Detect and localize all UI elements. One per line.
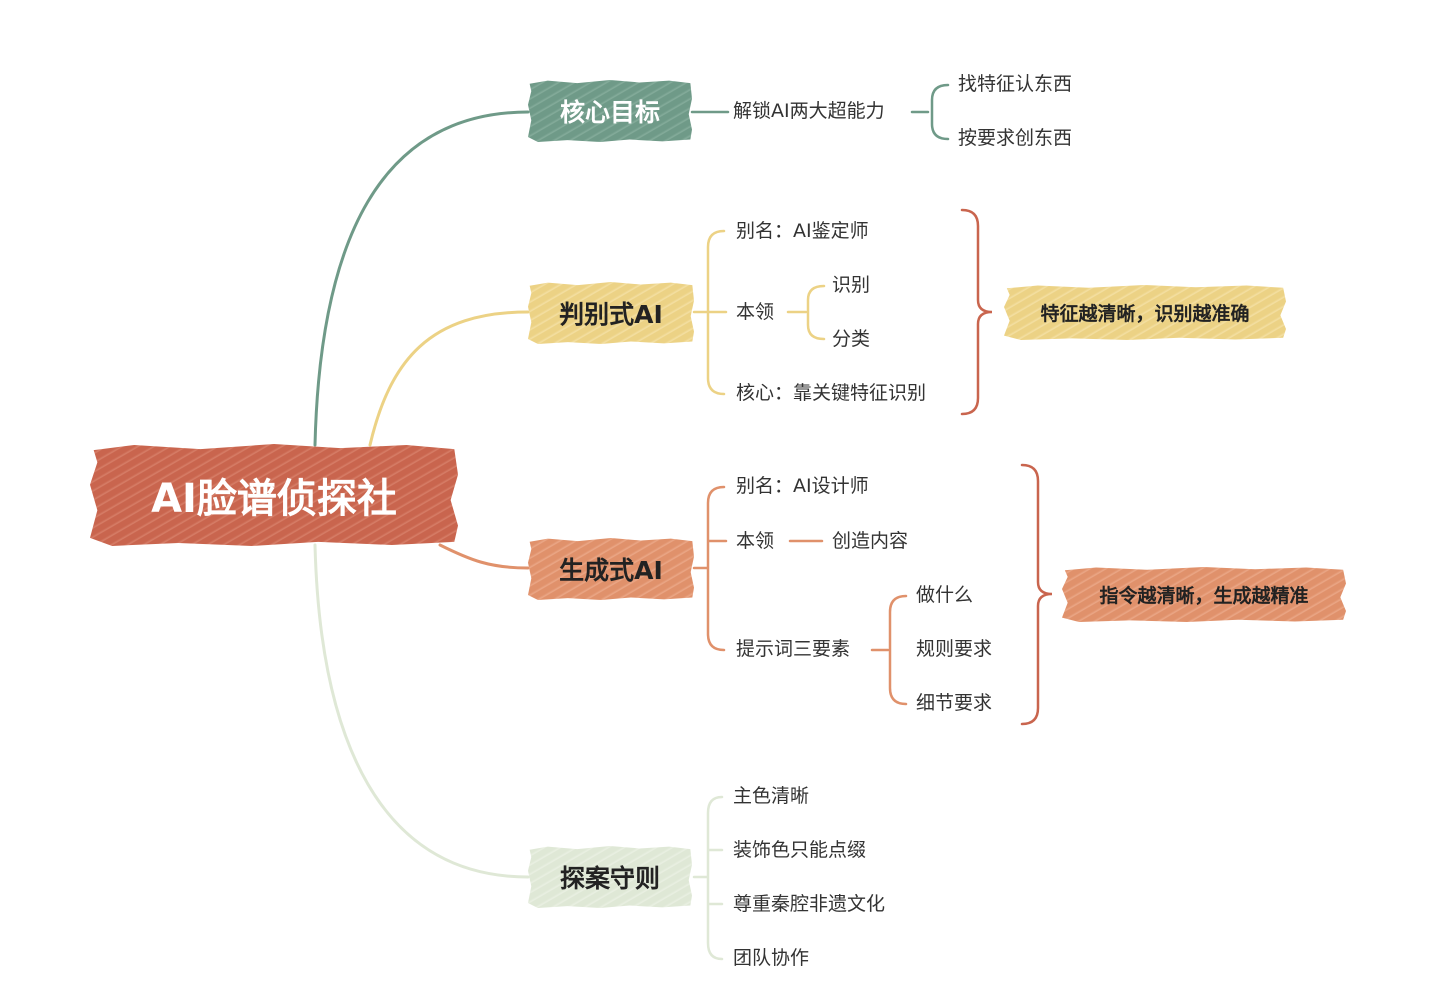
disc-summary-label: 特征越清晰，识别越准确 bbox=[1040, 303, 1250, 325]
branch-disc-label: 判别式AI bbox=[559, 300, 663, 329]
rules-hatch-fill bbox=[528, 846, 692, 908]
connector-root-goal bbox=[313, 110, 530, 447]
goal-hatch-fill bbox=[528, 80, 692, 142]
gen-prompt-item-2[interactable]: 规则要求 bbox=[916, 638, 993, 660]
goal-grandchild-2[interactable]: 按要求创东西 bbox=[958, 127, 1073, 149]
connector-root-disc bbox=[368, 310, 530, 447]
gen-alias-text[interactable]: 别名：AI设计师 bbox=[736, 475, 869, 497]
root-node[interactable]: AI脸谱侦探社 bbox=[90, 444, 458, 546]
branch-rules-node[interactable]: 探案守则 bbox=[528, 846, 692, 908]
disc-summary-hatch bbox=[1004, 285, 1286, 340]
disc-core-text[interactable]: 核心：靠关键特征识别 bbox=[736, 382, 927, 404]
gen-skill-text[interactable]: 本领 bbox=[736, 530, 775, 552]
disc-hatch-fill bbox=[528, 282, 694, 344]
branch-gen-node[interactable]: 生成式AI bbox=[528, 538, 694, 600]
goal-child-text[interactable]: 解锁AI两大超能力 bbox=[733, 100, 885, 122]
disc-skill-item-1[interactable]: 识别 bbox=[832, 274, 871, 296]
root-label: AI脸谱侦探社 bbox=[151, 476, 397, 522]
gen-prompt-item-1[interactable]: 做什么 bbox=[916, 584, 974, 606]
gen-prompt-text[interactable]: 提示词三要素 bbox=[736, 638, 851, 660]
disc-skill-item-2[interactable]: 分类 bbox=[832, 328, 871, 350]
goal-grandchild-1[interactable]: 找特征认东西 bbox=[958, 73, 1073, 95]
connector-disc-tree bbox=[692, 229, 728, 396]
branch-gen-label: 生成式AI bbox=[559, 556, 663, 585]
connector-rules-tree bbox=[692, 795, 724, 961]
connector-gen-tree bbox=[692, 485, 728, 652]
gen-hatch-fill bbox=[528, 538, 694, 600]
gen-skill-item[interactable]: 创造内容 bbox=[832, 530, 909, 552]
disc-alias-text[interactable]: 别名：AI鉴定师 bbox=[736, 220, 869, 242]
brace-gen bbox=[1020, 463, 1053, 726]
gen-summary-label: 指令越清晰，生成越精准 bbox=[1099, 585, 1309, 607]
branch-goal-node[interactable]: 核心目标 bbox=[528, 80, 692, 142]
connector-gen-prompt bbox=[870, 594, 908, 706]
connector-root-gen bbox=[438, 543, 530, 570]
rules-item-2[interactable]: 装饰色只能点缀 bbox=[733, 839, 867, 861]
connector-goal-brace bbox=[910, 83, 950, 141]
rules-item-1[interactable]: 主色清晰 bbox=[733, 785, 810, 807]
connector-disc-skill bbox=[786, 284, 826, 341]
gen-summary-node[interactable]: 指令越清晰，生成越精准 bbox=[1062, 567, 1346, 622]
connector-root-rules bbox=[313, 543, 530, 879]
root-hatch-fill bbox=[90, 444, 458, 546]
disc-skill-text[interactable]: 本领 bbox=[736, 301, 775, 323]
gen-summary-hatch bbox=[1062, 567, 1346, 622]
gen-prompt-item-3[interactable]: 细节要求 bbox=[916, 692, 993, 714]
branch-rules-label: 探案守则 bbox=[559, 864, 660, 893]
rules-item-4[interactable]: 团队协作 bbox=[733, 947, 810, 969]
brace-disc bbox=[960, 208, 993, 416]
branch-goal-label: 核心目标 bbox=[559, 98, 660, 127]
rules-item-3[interactable]: 尊重秦腔非遗文化 bbox=[733, 893, 886, 915]
disc-summary-node[interactable]: 特征越清晰，识别越准确 bbox=[1004, 285, 1286, 340]
branch-disc-node[interactable]: 判别式AI bbox=[528, 282, 694, 344]
